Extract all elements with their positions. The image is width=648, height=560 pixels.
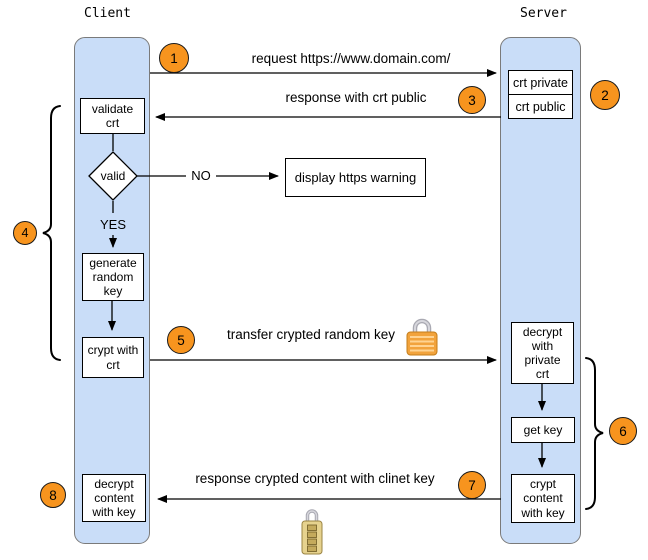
node-crypt-content-with-key: crypt content with key bbox=[511, 474, 575, 523]
step-badge-3: 3 bbox=[458, 86, 486, 114]
step-badge-2: 2 bbox=[590, 80, 620, 110]
client-title: Client bbox=[84, 6, 131, 21]
combination-lock-icon bbox=[301, 509, 323, 555]
step-badge-1: 1 bbox=[159, 43, 189, 73]
node-display-https-warning: display https warning bbox=[285, 158, 426, 197]
server-group-brace bbox=[585, 357, 604, 510]
step-badge-5: 5 bbox=[167, 326, 195, 354]
node-decrypt-with-private-crt: decrypt with private crt bbox=[511, 322, 574, 384]
message-transfer-crypted-key: transfer crypted random key bbox=[226, 327, 396, 342]
node-generate-random-key: generate random key bbox=[82, 253, 144, 301]
step-badge-7: 7 bbox=[458, 471, 486, 499]
step-badge-6: 6 bbox=[609, 417, 637, 445]
node-decrypt-content-with-key: decrypt content with key bbox=[82, 474, 146, 522]
node-crt-public: crt public bbox=[515, 99, 566, 114]
message-response-crypted-content: response crypted content with clinet key bbox=[195, 471, 435, 486]
message-response-crt-public: response with crt public bbox=[285, 90, 427, 105]
node-get-key: get key bbox=[511, 417, 575, 443]
yes-branch-label: YES bbox=[99, 217, 126, 232]
message-request: request https://www.domain.com/ bbox=[251, 51, 451, 66]
node-certificate-stack: crt private crt public bbox=[508, 70, 573, 119]
node-valid-label: valid bbox=[100, 169, 126, 183]
step-badge-4: 4 bbox=[13, 221, 37, 245]
node-validate-crt: validate crt bbox=[80, 98, 145, 134]
node-crt-private: crt private bbox=[509, 71, 572, 95]
no-branch-label: NO bbox=[186, 168, 216, 183]
step-badge-8: 8 bbox=[40, 482, 66, 508]
server-title: Server bbox=[520, 6, 567, 21]
client-group-brace bbox=[42, 105, 61, 361]
node-crypt-with-crt: crypt with crt bbox=[82, 337, 144, 378]
